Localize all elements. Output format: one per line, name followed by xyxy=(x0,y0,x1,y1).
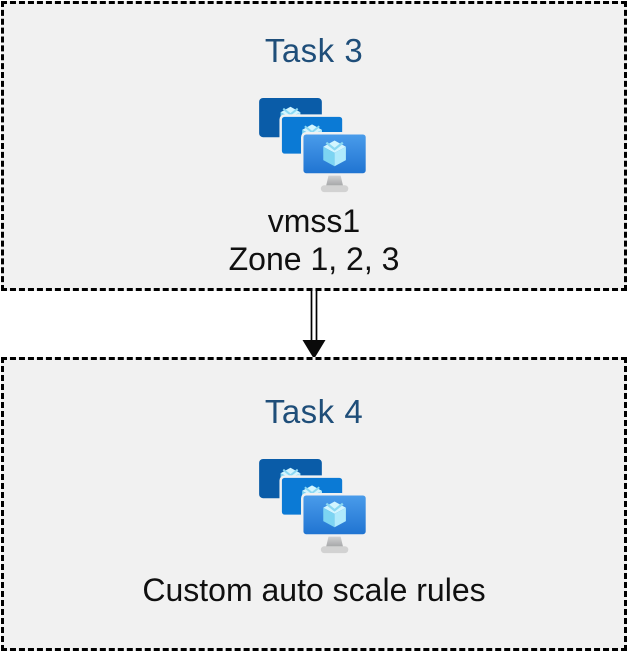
vm-scale-set-icon-svg xyxy=(258,459,370,557)
task3-box: Task 3 vmss1 Zone 1, 2, 3 xyxy=(1,1,627,291)
task4-labels: Custom auto scale rules xyxy=(4,571,624,609)
task3-title: Task 3 xyxy=(264,32,364,69)
task3-labels: vmss1 Zone 1, 2, 3 xyxy=(4,202,624,278)
task4-title: Task 4 xyxy=(264,393,364,430)
vmss-name-label: vmss1 xyxy=(267,203,361,239)
autoscale-rules-label: Custom auto scale rules xyxy=(142,572,486,608)
vm-scale-set-icon-svg xyxy=(258,98,370,196)
vm-scale-set-icon xyxy=(4,459,624,557)
down-arrow-connector xyxy=(302,290,326,359)
vm-scale-set-icon xyxy=(4,98,624,196)
task4-box: Task 4 Custom auto scale rules xyxy=(1,357,627,651)
zones-label: Zone 1, 2, 3 xyxy=(228,241,400,277)
